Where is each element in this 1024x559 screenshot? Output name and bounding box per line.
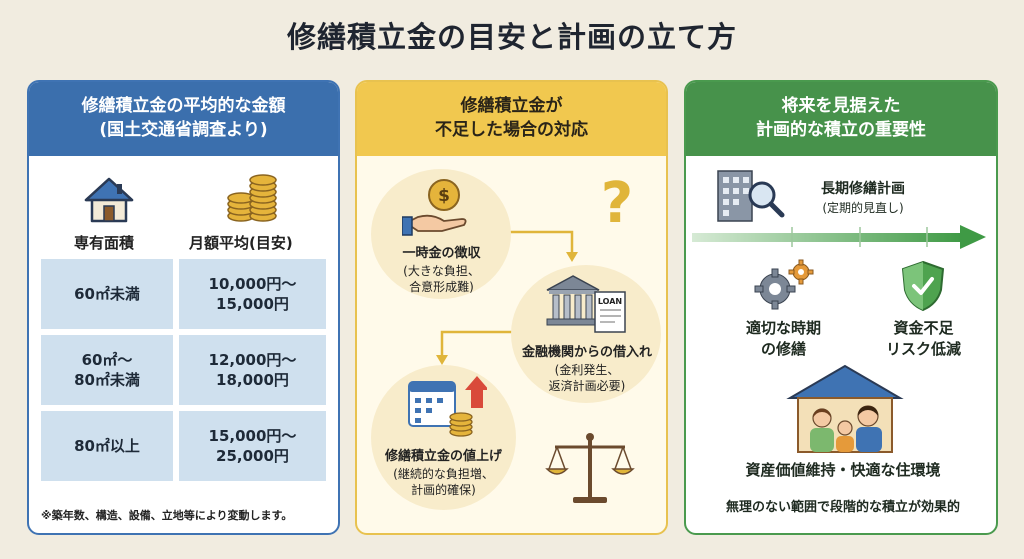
point1-text: 適切な時期 の修繕: [745, 319, 821, 358]
row1-amount: 10,000円〜15,000円: [179, 259, 326, 329]
panel3-subheading: 計画的な積立の重要性: [756, 120, 926, 140]
shortfall-response-panel: 修繕積立金が 不足した場合の対応 $ 一時金の徴収 (大きな負担、 合意形成難)…: [355, 80, 668, 535]
gears-icon: [754, 259, 814, 310]
building-search-icon: [717, 170, 785, 222]
panel1-header: 修繕積立金の平均的な金額 (国土交通省調査より): [29, 82, 338, 156]
loan-label: LOAN: [598, 297, 622, 306]
flow-arrows: [436, 230, 578, 365]
row2-area: 60㎡〜80㎡未満: [41, 335, 173, 405]
plan-title: 長期修繕計画: [821, 181, 905, 197]
planned-saving-panel: 将来を見据えた 計画的な積立の重要性 長期修繕計画 (定期的見直し) 適切な時期…: [684, 80, 998, 535]
bank-icon: LOAN: [546, 275, 626, 333]
calendar-coins-icon: [408, 376, 487, 437]
row1-area: 60㎡未満: [41, 259, 173, 329]
panel2-header: 修繕積立金が 不足した場合の対応: [357, 82, 666, 156]
shield-icon: [901, 260, 945, 312]
item2-text: 金融機関からの借入れ (金利発生、 返済計画必要): [521, 345, 652, 393]
asset-value-text: 資産価値維持・快適な住環境: [745, 461, 941, 479]
scale-icon: [545, 433, 635, 503]
dollar-sign: $: [438, 186, 450, 206]
panel2-heading: 修繕積立金が: [460, 96, 563, 117]
panel3-header: 将来を見据えた 計画的な積立の重要性: [686, 82, 996, 156]
panel3-heading: 将来を見据えた: [781, 96, 901, 117]
coins-icon: [227, 174, 277, 222]
panel3-footer: 無理のない範囲で段階的な積立が効果的: [725, 500, 960, 515]
panel1-subheading: (国土交通省調査より): [99, 120, 268, 140]
item3-text: 修繕積立金の値上げ (継続的な負担増、 計画的確保): [384, 449, 502, 497]
column-area-label: 専有面積: [74, 234, 135, 252]
page-title: 修繕積立金の目安と計画の立て方: [286, 20, 737, 54]
question-mark: ?: [601, 172, 633, 232]
row2-amount: 12,000円〜18,000円: [179, 335, 326, 405]
column-amount-label: 月額平均(目安): [189, 234, 293, 252]
panel2-subheading: 不足した場合の対応: [435, 120, 588, 140]
family-house-icon: [786, 364, 904, 453]
plan-subtitle: (定期的見直し): [822, 201, 904, 215]
house-icon: [84, 177, 134, 223]
point2-text: 資金不足 リスク低減: [885, 319, 961, 358]
hand-coin-icon: $: [402, 179, 467, 236]
timeline-arrow: [692, 225, 986, 249]
question-icon: ?: [601, 172, 633, 232]
row3-area: 80㎡以上: [41, 411, 173, 481]
average-amount-panel: 修繕積立金の平均的な金額 (国土交通省調査より) 専有面積 月額平均(目安) 6…: [27, 80, 340, 535]
footnote: ※築年数、構造、設備、立地等により変動します。: [41, 509, 293, 522]
item1-text: 一時金の徴収 (大きな負担、 合意形成難): [402, 246, 481, 294]
panel1-heading: 修繕積立金の平均的な金額: [81, 96, 286, 117]
row3-amount: 15,000円〜25,000円: [179, 411, 326, 481]
